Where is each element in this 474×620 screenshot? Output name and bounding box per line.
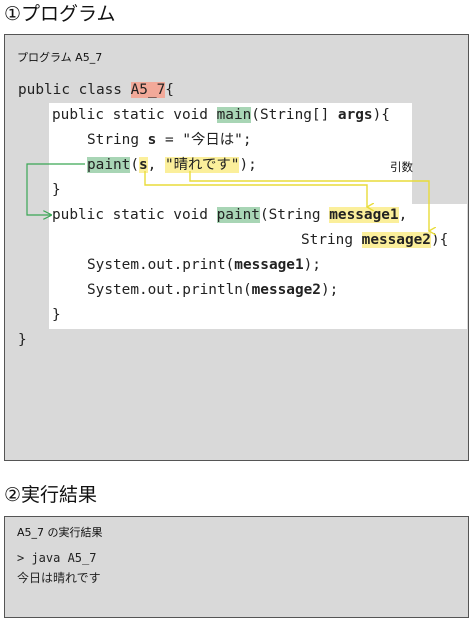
argument-label: 引数 (390, 160, 413, 174)
code-line-paint-call: paint(s, "晴れです"); (87, 156, 257, 174)
argument-s: s (139, 157, 148, 173)
result-heading: ②実行結果 (4, 484, 98, 506)
code-text: System.out.println( (87, 282, 252, 298)
code-line-println: System.out.println(message2); (87, 281, 338, 299)
code-text: (String[] (251, 107, 338, 123)
program-heading: ①プログラム (4, 3, 116, 25)
code-text: public static void (52, 107, 217, 123)
code-line-string-decl: String s = "今日は"; (87, 131, 251, 149)
param-message1: message1 (329, 207, 399, 223)
code-text: public static void (52, 207, 217, 223)
code-text: System.out.print( (87, 257, 235, 273)
code-text: ); (303, 257, 321, 273)
code-text: = "今日は"; (156, 132, 252, 148)
paint-method-name: paint (216, 207, 260, 223)
code-line-paint-decl-cont: String message2){ (301, 231, 448, 249)
result-panel: A5_7 の実行結果 > java A5_7 今日は晴れです (4, 516, 469, 618)
result-caption: A5_7 の実行結果 (17, 526, 103, 539)
class-name: A5_7 (130, 82, 166, 98)
code-text: ); (320, 282, 339, 298)
code-text: public class (18, 82, 131, 98)
code-text: ){ (430, 232, 449, 248)
main-method-name: main (216, 107, 252, 123)
param-message2: message2 (361, 232, 431, 248)
variable-s: s (147, 132, 157, 148)
program-caption: プログラム A5_7 (17, 51, 103, 64)
code-text: , (147, 157, 165, 173)
output-line: 今日は晴れです (17, 571, 101, 585)
args-param: args (337, 107, 373, 123)
code-line-class-close: } (18, 332, 27, 348)
code-text: ( (130, 157, 139, 173)
code-line-paint-decl: public static void paint(String message1… (52, 206, 407, 224)
paint-call-name: paint (87, 157, 131, 173)
code-text: ); (239, 157, 257, 173)
command-line: > java A5_7 (17, 551, 97, 565)
code-text: , (398, 207, 408, 223)
code-line-paint-close: } (52, 307, 61, 323)
code-text: (String (259, 207, 330, 223)
code-text: ){ (372, 107, 390, 123)
code-line-main-close: } (52, 182, 61, 198)
code-line-print: System.out.print(message1); (87, 256, 321, 274)
code-text: String (87, 132, 148, 148)
code-text: String (301, 232, 362, 248)
message1-ref: message1 (234, 257, 304, 273)
code-text: { (165, 82, 174, 98)
argument-literal: "晴れです" (165, 157, 240, 173)
program-panel: プログラム A5_7 public class A5_7{ public sta… (4, 34, 469, 461)
message2-ref: message2 (251, 282, 321, 298)
code-line-main: public static void main(String[] args){ (52, 106, 390, 124)
code-line-class: public class A5_7{ (18, 81, 174, 99)
